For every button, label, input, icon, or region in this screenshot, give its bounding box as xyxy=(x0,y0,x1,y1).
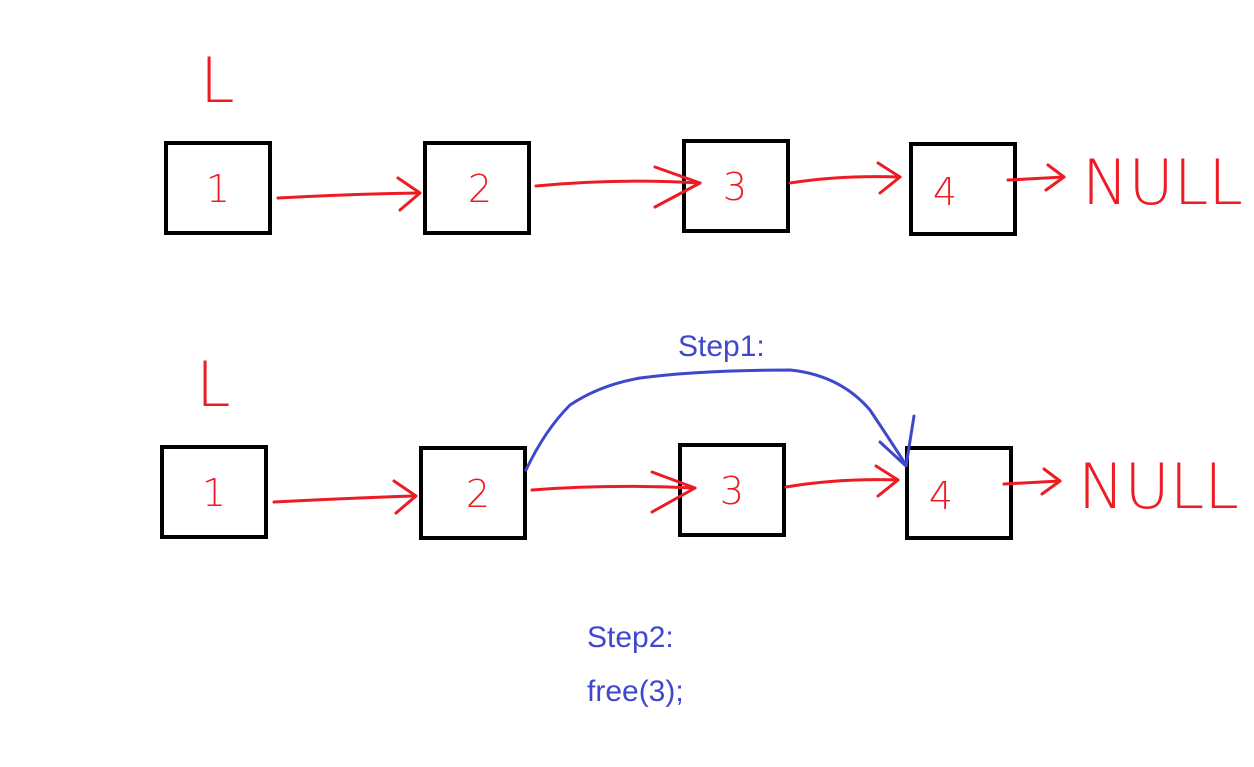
bottom-node-3-value: 3 xyxy=(720,469,744,513)
top-node-3 xyxy=(682,139,790,233)
top-node-1 xyxy=(164,141,272,235)
bottom-arrow-2-3 xyxy=(530,470,697,514)
bottom-head-label: L xyxy=(196,348,231,421)
step1-bypass-arrow xyxy=(524,368,916,472)
bottom-node-1-value: 1 xyxy=(202,471,226,515)
step1-label: Step1: xyxy=(678,330,765,363)
top-arrow-4-null xyxy=(1006,163,1066,192)
bottom-node-4 xyxy=(905,446,1013,540)
top-node-1-value: 1 xyxy=(206,167,230,211)
bottom-node-2 xyxy=(419,446,527,540)
bottom-arrow-3-4 xyxy=(784,464,900,498)
top-arrow-2-3 xyxy=(534,165,702,209)
step2-label: Step2: xyxy=(587,621,674,654)
top-head-label: L xyxy=(200,44,235,117)
top-null-label: NULL xyxy=(1082,146,1243,219)
bottom-node-4-value: 4 xyxy=(929,474,953,518)
bottom-arrow-4-null xyxy=(1002,467,1062,496)
top-node-4 xyxy=(909,142,1017,236)
bottom-node-3 xyxy=(678,443,786,537)
bottom-null-label: NULL xyxy=(1078,450,1239,523)
top-node-3-value: 3 xyxy=(723,165,747,209)
bottom-arrow-1-2 xyxy=(272,479,418,515)
bottom-node-1 xyxy=(160,445,268,539)
top-arrow-1-2 xyxy=(276,176,422,212)
top-node-2-value: 2 xyxy=(468,167,492,211)
bottom-node-2-value: 2 xyxy=(466,472,490,516)
top-node-4-value: 4 xyxy=(933,170,957,214)
top-arrow-3-4 xyxy=(788,161,902,195)
step2-code: free(3); xyxy=(587,675,684,708)
top-node-2 xyxy=(423,141,531,235)
